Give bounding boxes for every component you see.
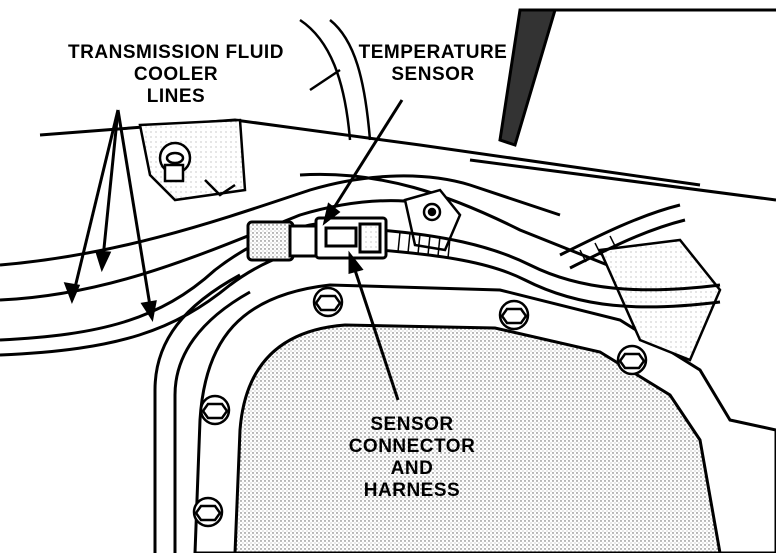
harness-wrap — [397, 231, 617, 263]
leader-lines — [63, 99, 404, 401]
pan-bolt — [312, 286, 344, 318]
label-line: SENSOR — [391, 64, 475, 85]
sensor-connector — [314, 216, 388, 260]
pan-bolt — [192, 496, 224, 528]
label-line: SENSOR — [370, 414, 454, 435]
pan-bolt — [199, 394, 231, 426]
label-line: CONNECTOR — [348, 436, 476, 457]
label-line: HARNESS — [363, 480, 461, 501]
pan-bolt — [498, 299, 530, 331]
label-line: TEMPERATURE — [358, 42, 508, 63]
bracket-nut — [158, 141, 192, 183]
label-transmission-fluid-cooler-lines: TRANSMISSION FLUID COOLER LINES — [58, 42, 294, 108]
label-line: COOLER — [133, 64, 219, 85]
label-temperature-sensor: TEMPERATURE SENSOR — [352, 42, 514, 86]
mounting-bracket — [138, 118, 247, 202]
temperature-sensor — [246, 220, 320, 262]
label-line: TRANSMISSION FLUID — [68, 42, 284, 63]
upper-hose — [299, 18, 372, 141]
label-sensor-connector-and-harness: SENSOR CONNECTOR AND HARNESS — [340, 414, 484, 502]
wiring-harness — [379, 203, 721, 309]
label-line: LINES — [146, 86, 206, 107]
label-line: AND — [390, 458, 434, 479]
pan-bolt — [616, 344, 648, 376]
